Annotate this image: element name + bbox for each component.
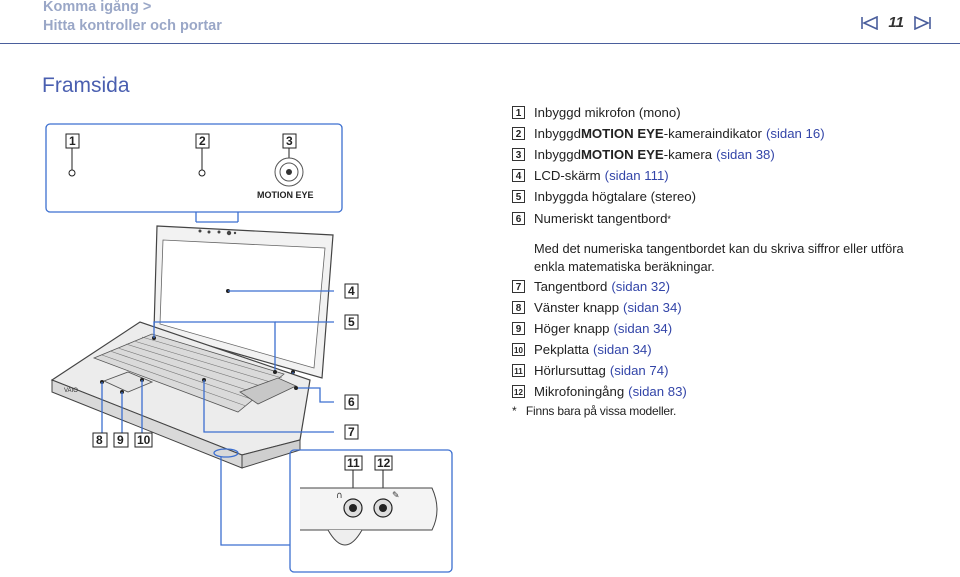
page-link[interactable]: (sidan 16) — [765, 126, 825, 141]
diagram-label-11: 11 — [347, 456, 360, 470]
page-number: 11 — [888, 14, 904, 31]
diagram-label-1: 1 — [69, 134, 76, 148]
page-link[interactable]: (sidan 32) — [611, 279, 670, 294]
diagram-label-12: 12 — [377, 456, 391, 470]
header-divider — [0, 43, 960, 44]
item-6-note: Med det numeriska tangentbordet kan du s… — [534, 241, 904, 274]
diagram-label-9: 9 — [117, 433, 124, 447]
page-navigation: 11 — [860, 14, 932, 31]
diagram-label-10: 10 — [137, 433, 151, 447]
page-link[interactable]: (sidan 34) — [623, 300, 682, 315]
motion-eye-label: MOTION EYE — [257, 190, 314, 200]
page-link[interactable]: (sidan 83) — [628, 384, 687, 399]
diagram-label-4: 4 — [348, 284, 355, 298]
breadcrumb-parent[interactable]: Komma igång > — [43, 0, 152, 15]
page-link[interactable]: (sidan 74) — [609, 363, 669, 378]
diagram-label-5: 5 — [348, 315, 355, 329]
diagram-label-7: 7 — [348, 425, 355, 439]
breadcrumb-current: Hitta kontroller och portar — [43, 18, 222, 34]
svg-text:✎: ✎ — [392, 491, 400, 501]
next-page-icon[interactable] — [914, 15, 932, 30]
diagram-label-6: 6 — [348, 395, 355, 409]
svg-text:VAIO: VAIO — [64, 388, 78, 394]
diagram-label-8: 8 — [96, 433, 103, 447]
diagram-label-3: 3 — [286, 134, 293, 148]
footnote: * Finns bara på vissa modeller. — [512, 404, 677, 418]
svg-text:∩: ∩ — [336, 491, 343, 501]
page-link[interactable]: (sidan 111) — [604, 168, 669, 183]
page-link[interactable]: (sidan 38) — [716, 147, 775, 162]
section-title: Framsida — [42, 74, 130, 97]
previous-page-icon[interactable] — [860, 15, 879, 30]
page-link[interactable]: (sidan 34) — [593, 342, 652, 357]
diagram-label-2: 2 — [199, 134, 206, 148]
page-link[interactable]: (sidan 34) — [613, 321, 673, 336]
